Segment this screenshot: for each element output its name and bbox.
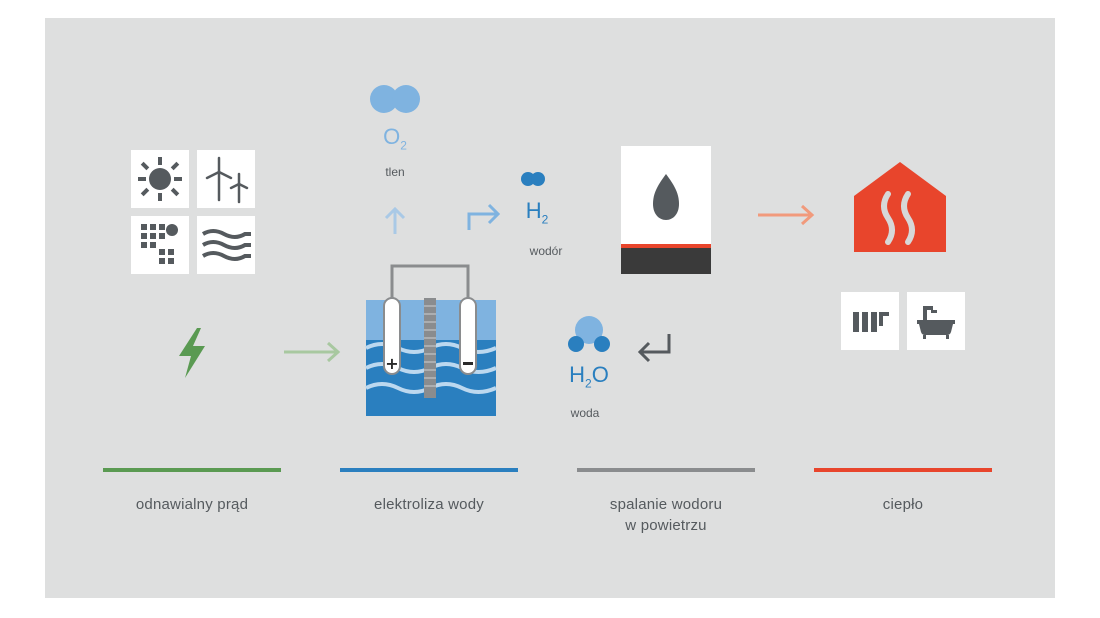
arrow-right-orange-icon: [758, 204, 816, 226]
lightning-bolt-icon: [175, 328, 209, 378]
stage-bar-combustion: [577, 468, 755, 472]
stage-label-combustion: spalanie wodoru w powietrzu: [609, 496, 723, 534]
svg-text:+: +: [385, 354, 398, 373]
stage-bar-heat: [814, 468, 992, 472]
oxygen-molecule-icon: [368, 84, 422, 114]
stage-bar-electrolysis: [340, 468, 518, 472]
boiler-icon: [621, 146, 711, 274]
hydrogen-label: wodór: [529, 244, 563, 258]
arrow-right-icon: [284, 341, 342, 363]
oxygen-label: tlen: [385, 165, 405, 179]
hydrogen-molecule-icon: [519, 171, 547, 187]
hydrogen-formula: H2: [525, 198, 549, 227]
arrow-up-right-icon: [466, 200, 502, 230]
water-label: woda: [570, 406, 600, 420]
stage-bar-renewable: [103, 468, 281, 472]
bathtub-icon: [907, 292, 965, 350]
arrow-return-icon: [636, 334, 672, 364]
radiator-icon: [841, 292, 899, 350]
electrolysis-tank-icon: +: [360, 262, 502, 418]
arrow-up-icon: [383, 206, 407, 234]
sun-icon: [131, 150, 189, 208]
water-molecule-icon: [566, 314, 612, 354]
flame-icon: [653, 174, 679, 220]
house-heat-icon: [854, 162, 946, 252]
stage-label-electrolysis: elektroliza wody: [374, 496, 484, 513]
stage-label-heat: ciepło: [882, 496, 924, 513]
wind-turbines-icon: [197, 150, 255, 208]
waves-icon: [197, 216, 255, 274]
water-formula: H2O: [569, 362, 609, 391]
oxygen-formula: O2: [383, 124, 407, 153]
stage-label-renewable: odnawialny prąd: [135, 496, 249, 513]
solar-panel-icon: [131, 216, 189, 274]
